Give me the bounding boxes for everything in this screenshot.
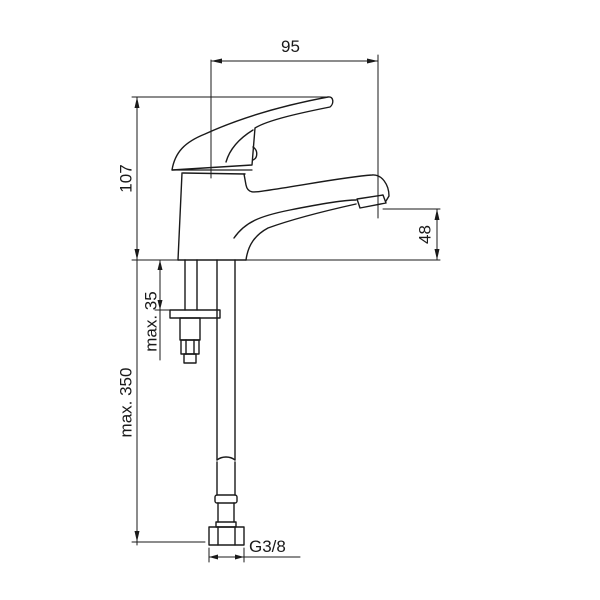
faucet-body <box>171 96 390 261</box>
lever-handle <box>171 96 334 171</box>
dimension-label-outlet-height: 48 <box>415 225 435 244</box>
dimension-label-max-350: max. 350 <box>116 367 136 438</box>
arrowhead-icon <box>434 249 440 260</box>
arrowhead-icon <box>157 300 163 310</box>
arrowhead-icon <box>134 97 140 108</box>
hose-break <box>216 456 236 461</box>
fitting-nut <box>180 339 200 355</box>
spout-underside <box>245 203 357 261</box>
g38-connector-nut <box>208 526 245 546</box>
lever-base-line <box>182 172 246 175</box>
mounting-washer <box>169 309 221 319</box>
aerator <box>356 194 387 209</box>
mounting-assembly <box>169 259 245 546</box>
hose-lower <box>216 461 236 496</box>
ferrule-collar <box>215 521 237 528</box>
fitting-tip <box>183 353 197 364</box>
fitting-body <box>179 317 201 341</box>
hose-ferrule <box>214 494 238 504</box>
arrowhead-icon <box>134 249 140 260</box>
dimension-label-g38-thread: G3/8 <box>249 537 286 556</box>
arrowhead-icon <box>211 58 222 64</box>
lever-inner-curve <box>225 129 254 163</box>
dimension-label-spout-reach: 95 <box>281 37 300 56</box>
body-left-edge <box>177 172 183 261</box>
spout-bottom-curve <box>233 199 357 239</box>
dimension-label-total-height: 107 <box>116 164 136 193</box>
arrowhead-icon <box>209 554 218 560</box>
lever-pivot <box>252 146 258 161</box>
arrowhead-icon <box>235 554 244 560</box>
arrowhead-icon <box>157 260 163 270</box>
dimension-lines <box>131 54 441 563</box>
arrowhead-icon <box>367 58 378 64</box>
arrowhead-icon <box>134 531 140 542</box>
arrowhead-icon <box>434 209 440 220</box>
spout-top <box>243 173 390 202</box>
dimension-label-max-35: max. 35 <box>141 291 161 352</box>
